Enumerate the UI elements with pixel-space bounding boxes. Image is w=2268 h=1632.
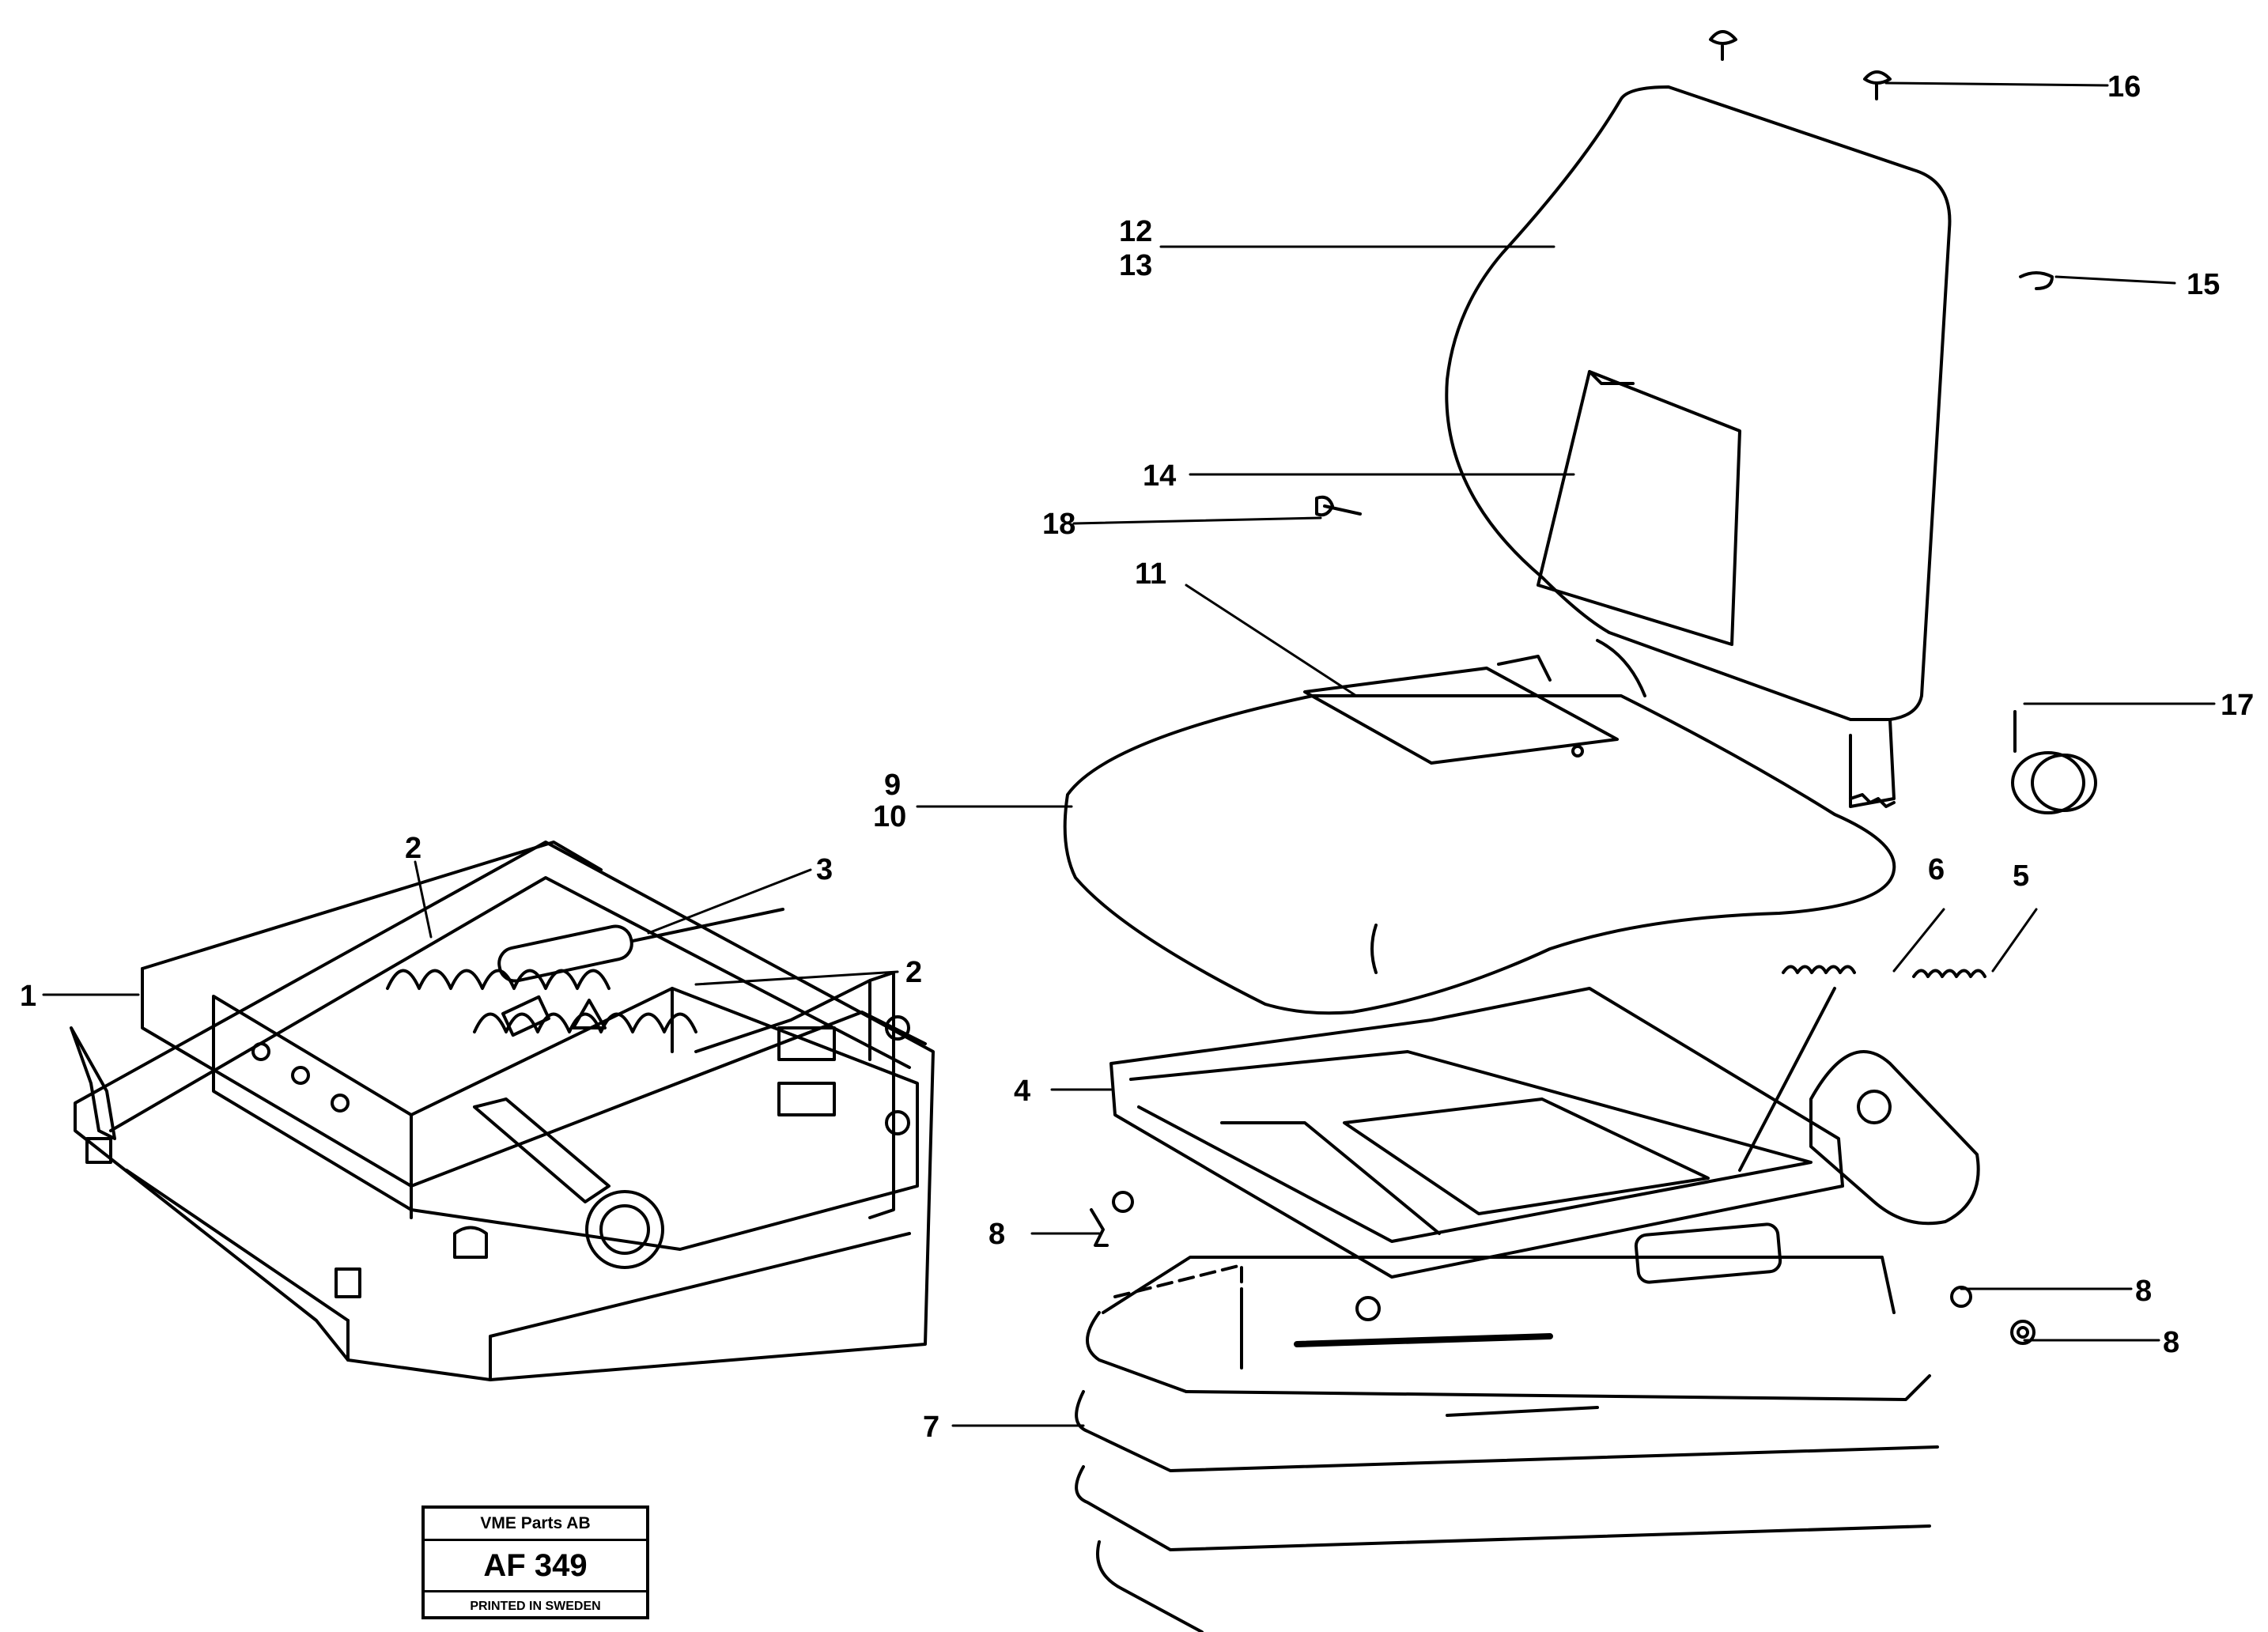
- callout-16: 16: [2107, 70, 2141, 104]
- callout-2-upper: 2: [405, 832, 421, 865]
- callout-8-right-upper: 8: [2135, 1275, 2152, 1308]
- callout-10: 10: [873, 800, 906, 833]
- stamp-note: PRINTED IN SWEDEN: [470, 1600, 601, 1613]
- backrest: [1315, 30, 2054, 808]
- callout-3: 3: [816, 853, 833, 886]
- callout-12: 12: [1119, 215, 1152, 248]
- callout-5: 5: [2013, 859, 2029, 893]
- callout-1: 1: [20, 980, 36, 1013]
- callout-13: 13: [1119, 249, 1152, 282]
- adjustment-knob: [2011, 710, 2097, 814]
- stamp-company: VME Parts AB: [425, 1509, 646, 1541]
- seat-frame: [1109, 965, 1986, 1321]
- callout-14: 14: [1143, 459, 1176, 493]
- callout-4: 4: [1014, 1075, 1030, 1108]
- callout-labels: 1 2 2 3 4 5 6 7 8 8 8 9 10 11 12 13 14 1…: [20, 70, 2254, 1444]
- callout-17: 17: [2221, 689, 2254, 722]
- bellows-base: [1075, 1208, 2036, 1632]
- callout-6: 6: [1928, 853, 1945, 886]
- stamp-code: AF 349: [425, 1541, 646, 1592]
- leader-lines: [42, 81, 2216, 1427]
- suspension-mechanism: [70, 841, 935, 1381]
- callout-2-lower: 2: [905, 956, 922, 989]
- callout-11: 11: [1135, 557, 1166, 591]
- callout-8-right-lower: 8: [2163, 1326, 2179, 1359]
- callout-9: 9: [884, 769, 901, 802]
- title-block: VME Parts AB AF 349 PRINTED IN SWEDEN: [421, 1505, 649, 1619]
- callout-15: 15: [2187, 268, 2220, 301]
- seat-cushion: [1063, 667, 1896, 1015]
- callout-18: 18: [1042, 508, 1075, 541]
- callout-8-left: 8: [988, 1218, 1005, 1251]
- callout-7: 7: [923, 1411, 939, 1444]
